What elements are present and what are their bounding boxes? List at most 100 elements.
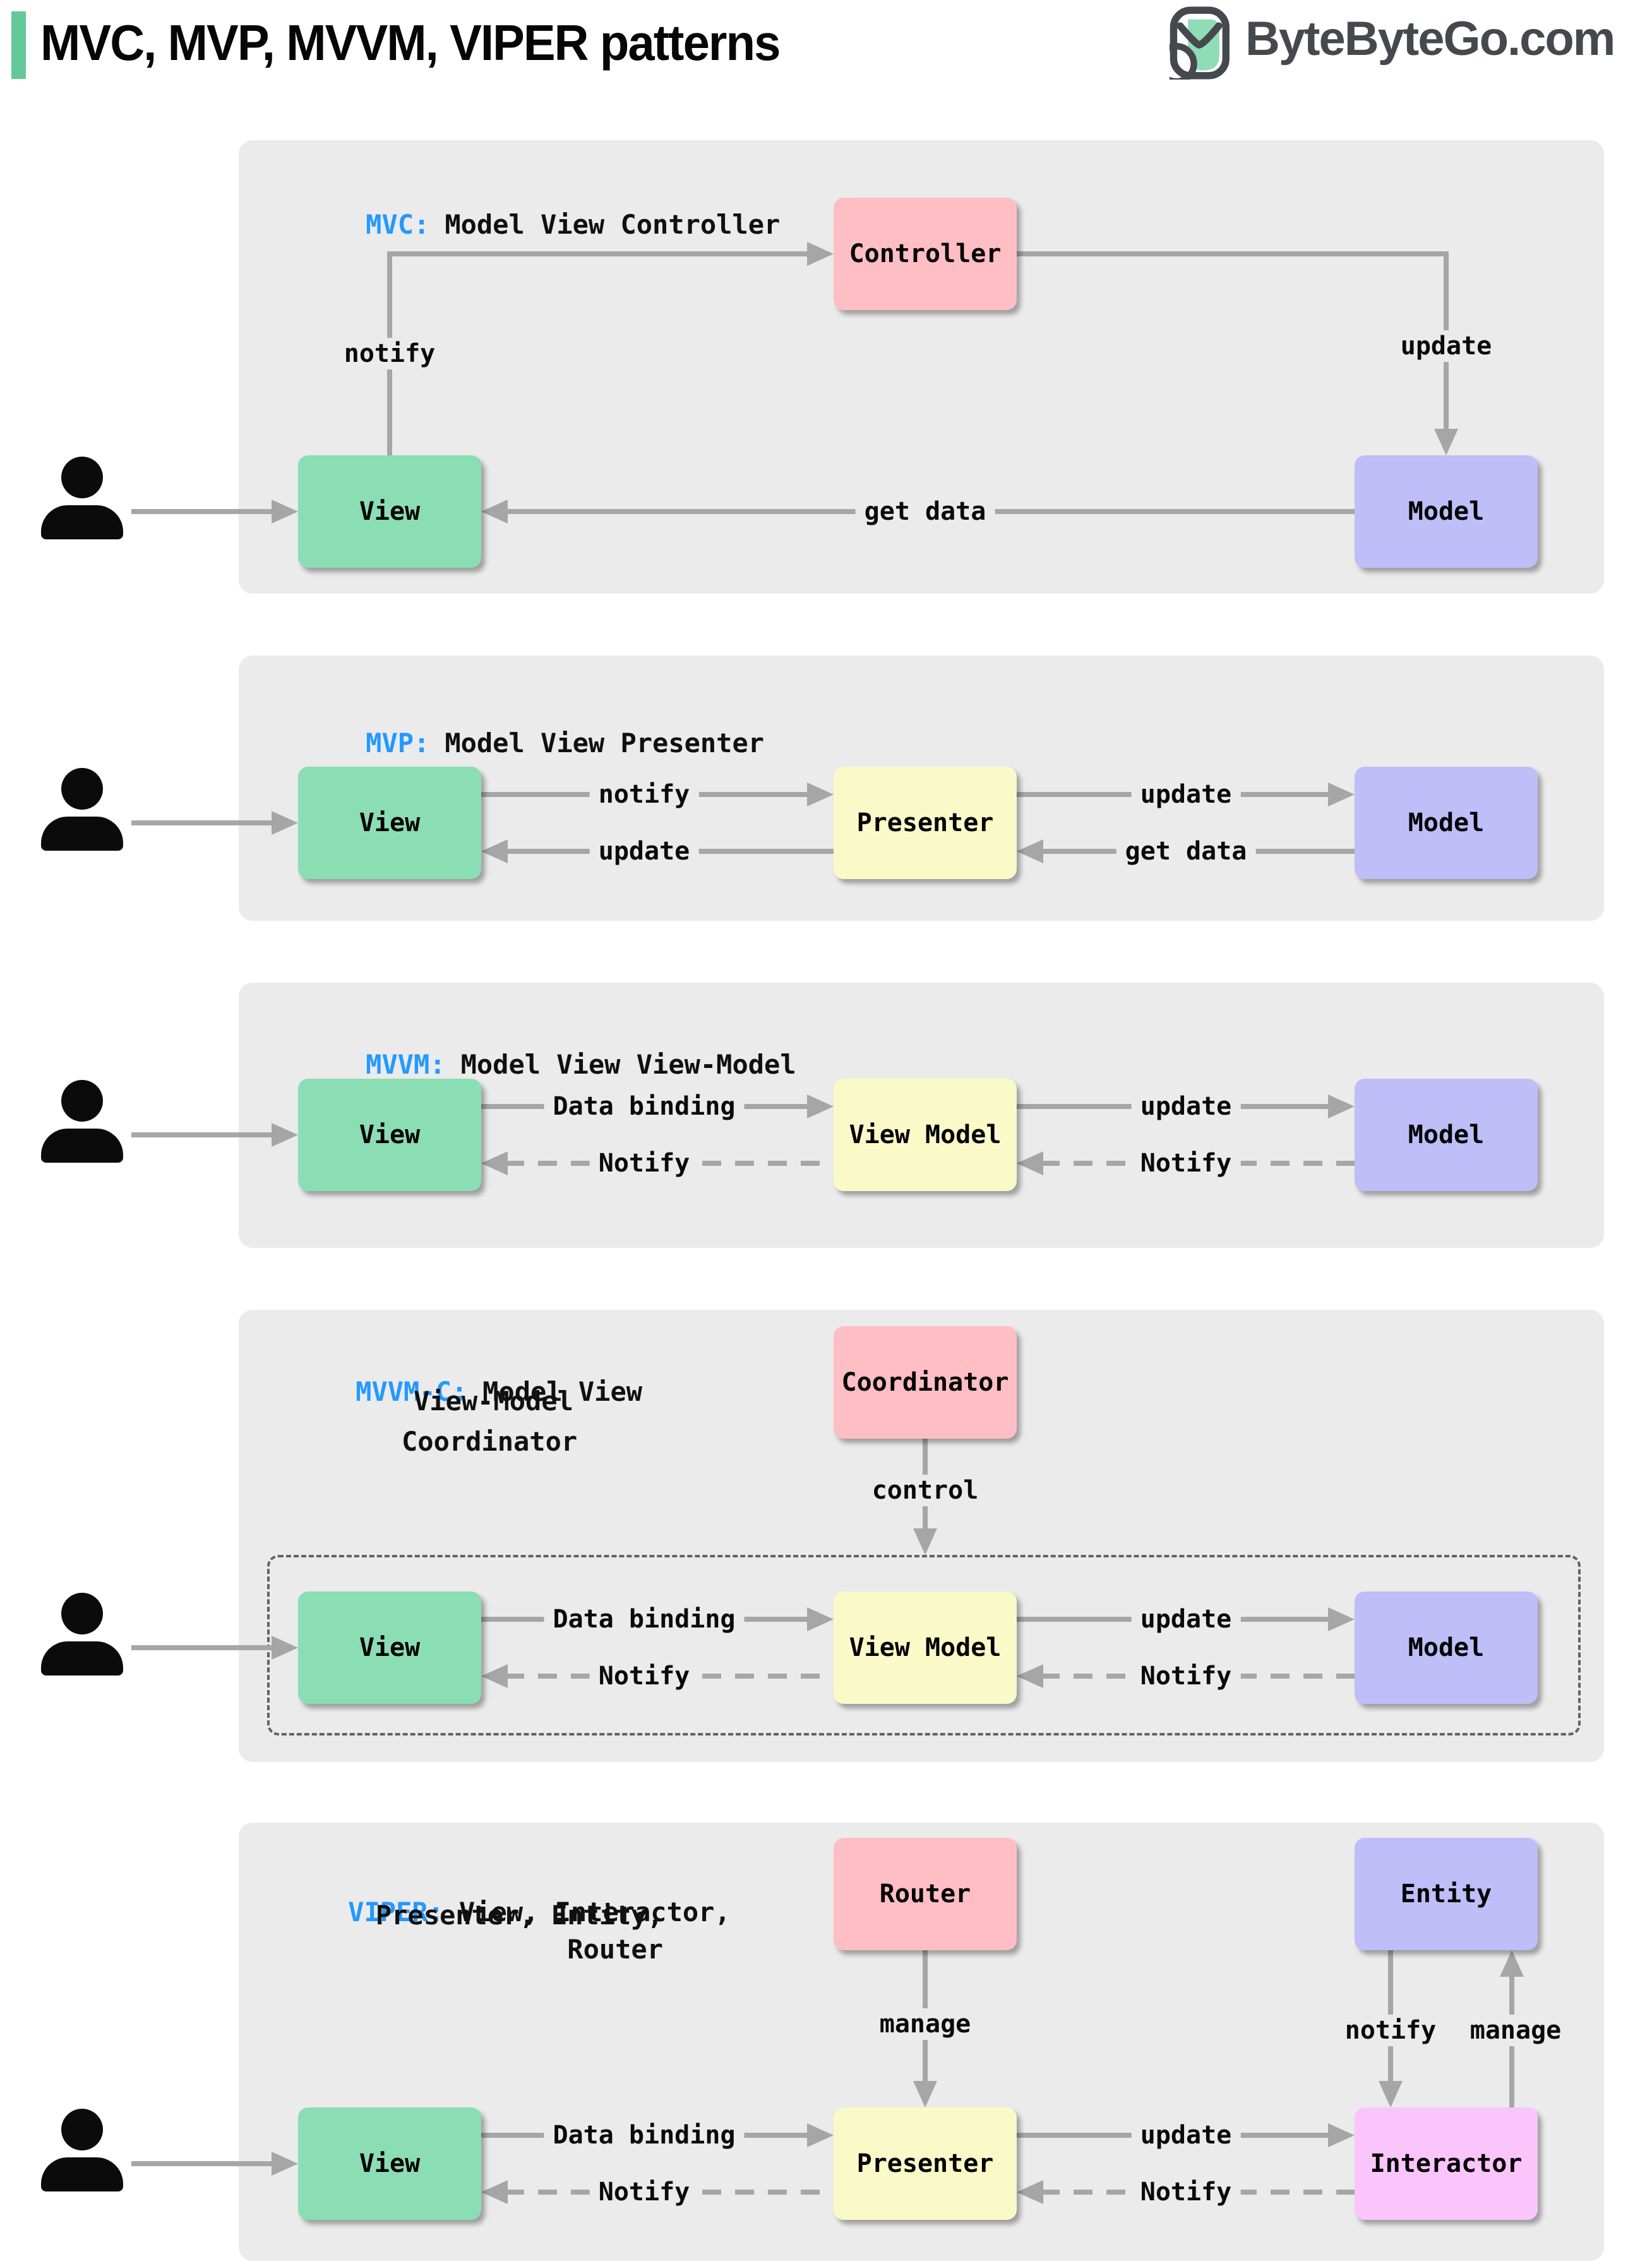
mvvmc-heading-line1: MVVM-C:Model View: [292, 1345, 642, 1438]
mvc-abbr: MVC:: [366, 209, 430, 240]
mvvm-notify-model-label: Notify: [1131, 1148, 1241, 1179]
viper-databinding-label: Data binding: [544, 2119, 745, 2151]
mvp-user-arrow-line: [131, 820, 275, 825]
mvc-user-arrow-line: [131, 509, 275, 514]
viper-abbr: VIPER:: [348, 1897, 444, 1927]
mvc-update-label: update: [1391, 330, 1501, 362]
mvc-getdata-label: get data: [855, 496, 995, 527]
mvvmc-heading-line3: Coordinator: [402, 1426, 578, 1457]
mvc-user-icon: [41, 457, 129, 558]
mvvm-abbr: MVVM:: [366, 1049, 446, 1080]
mvvm-view-box: View: [298, 1079, 481, 1191]
mvp-getdata-label: get data: [1116, 836, 1256, 867]
viper-heading-line1: VIPER: View, Interactor,: [284, 1866, 731, 1958]
mvp-update-view-arrowhead: [481, 839, 508, 863]
mvp-user-arrowhead: [272, 811, 298, 835]
mvp-presenter-box: Presenter: [834, 767, 1017, 879]
mvvmc-notify-model-arrowhead: [1017, 1664, 1043, 1688]
viper-manage-router-label: manage: [870, 2008, 980, 2040]
mvvmc-notify-model-label: Notify: [1131, 1660, 1241, 1692]
mvvmc-heading-line2: View-Model: [414, 1386, 573, 1417]
title-accent-bar: [11, 11, 26, 79]
user-head-icon: [61, 457, 103, 498]
mvvm-notify-model-arrowhead: [1017, 1151, 1043, 1175]
mvc-view-box: View: [298, 455, 481, 568]
viper-heading-line2: Presenter, Entity,: [375, 1900, 663, 1931]
mvvmc-user-arrowhead: [272, 1636, 298, 1660]
mvc-update-line-horizontal: [1017, 251, 1449, 256]
mvvm-databinding-label: Data binding: [544, 1091, 745, 1122]
mvc-update-arrowhead: [1434, 429, 1458, 455]
viper-presenter-box: Presenter: [834, 2107, 1017, 2220]
mvp-model-box: Model: [1355, 767, 1538, 879]
viper-notify-view-label: Notify: [589, 2176, 699, 2208]
bytebytego-logo: ByteByteGo.com: [1170, 6, 1615, 80]
mvvm-viewmodel-box: View Model: [834, 1079, 1017, 1191]
viper-notify-presenter-arrowhead: [1017, 2180, 1043, 2204]
mvvm-notify-view-arrowhead: [481, 1151, 508, 1175]
mvvm-heading-text: Model View View-Model: [460, 1049, 796, 1080]
mvvm-notify-view-label: Notify: [589, 1148, 699, 1179]
viper-entity-box: Entity: [1355, 1838, 1538, 1950]
bytebytego-logo-text: ByteByteGo.com: [1245, 12, 1615, 66]
viper-notify-presenter-label: Notify: [1131, 2176, 1241, 2208]
mvvm-user-arrowhead: [272, 1123, 298, 1147]
mvp-notify-label: notify: [589, 779, 699, 810]
viper-user-arrowhead: [272, 2152, 298, 2176]
mvvmc-control-arrowhead: [913, 1528, 937, 1555]
viper-databinding-arrowhead: [807, 2123, 834, 2147]
mvp-update-view-label: update: [589, 836, 699, 867]
user-head-icon: [61, 768, 103, 810]
mvc-notify-arrowhead: [807, 242, 834, 266]
bytebytego-logo-icon: [1170, 6, 1230, 80]
user-body-icon: [41, 1129, 123, 1163]
mvc-model-box: Model: [1355, 455, 1538, 568]
viper-manage-entity-label: manage: [1461, 2015, 1571, 2046]
viper-update-arrowhead: [1328, 2123, 1355, 2147]
mvvm-update-label: update: [1131, 1091, 1241, 1122]
mvp-update-model-arrowhead: [1328, 782, 1355, 806]
mvp-user-icon: [41, 768, 129, 869]
mvc-controller-box: Controller: [834, 198, 1017, 310]
mvp-abbr: MVP:: [366, 728, 430, 758]
mvp-view-box: View: [298, 767, 481, 879]
user-body-icon: [41, 1641, 123, 1676]
mvvm-model-box: Model: [1355, 1079, 1538, 1191]
user-body-icon: [41, 817, 123, 851]
mvvmc-user-icon: [41, 1593, 129, 1694]
viper-heading-line3: Router: [567, 1934, 663, 1965]
mvvm-databinding-arrowhead: [807, 1094, 834, 1118]
viper-heading-text1: View, Interactor,: [458, 1897, 731, 1927]
mvvm-user-icon: [41, 1080, 129, 1181]
mvvmc-view-box: View: [298, 1592, 481, 1704]
user-body-icon: [41, 2157, 123, 2191]
viper-manage-entity-arrowhead: [1500, 1950, 1524, 1977]
mvvmc-update-label: update: [1131, 1604, 1241, 1635]
page-title: MVC, MVP, MVVM, VIPER patterns: [40, 15, 781, 71]
mvvmc-databinding-label: Data binding: [544, 1604, 745, 1635]
viper-notify-entity-arrowhead: [1379, 2081, 1403, 2107]
viper-notify-view-arrowhead: [481, 2180, 508, 2204]
mvvmc-notify-view-label: Notify: [589, 1660, 699, 1692]
mvvmc-update-arrowhead: [1328, 1607, 1355, 1631]
mvc-user-arrowhead: [272, 500, 298, 524]
mvp-update-model-label: update: [1131, 779, 1241, 810]
viper-interactor-box: Interactor: [1355, 2107, 1538, 2220]
user-body-icon: [41, 505, 123, 539]
mvvmc-coordinator-box: Coordinator: [834, 1326, 1017, 1439]
mvvmc-viewmodel-box: View Model: [834, 1592, 1017, 1704]
mvvm-user-arrow-line: [131, 1132, 275, 1137]
mvp-heading: MVP: Model View Presenter: [302, 697, 764, 789]
viper-notify-entity-label: notify: [1336, 2015, 1446, 2046]
mvvmc-databinding-arrowhead: [807, 1607, 834, 1631]
viper-user-arrow-line: [131, 2161, 275, 2166]
mvc-getdata-arrowhead: [481, 500, 508, 524]
viper-manage-router-arrowhead: [913, 2081, 937, 2107]
mvc-notify-line-horizontal: [387, 251, 808, 256]
user-head-icon: [61, 2109, 103, 2150]
user-head-icon: [61, 1080, 103, 1122]
mvvmc-control-label: control: [863, 1475, 988, 1506]
mvc-notify-label: notify: [335, 338, 445, 369]
mvp-heading-text: Model View Presenter: [445, 728, 765, 758]
